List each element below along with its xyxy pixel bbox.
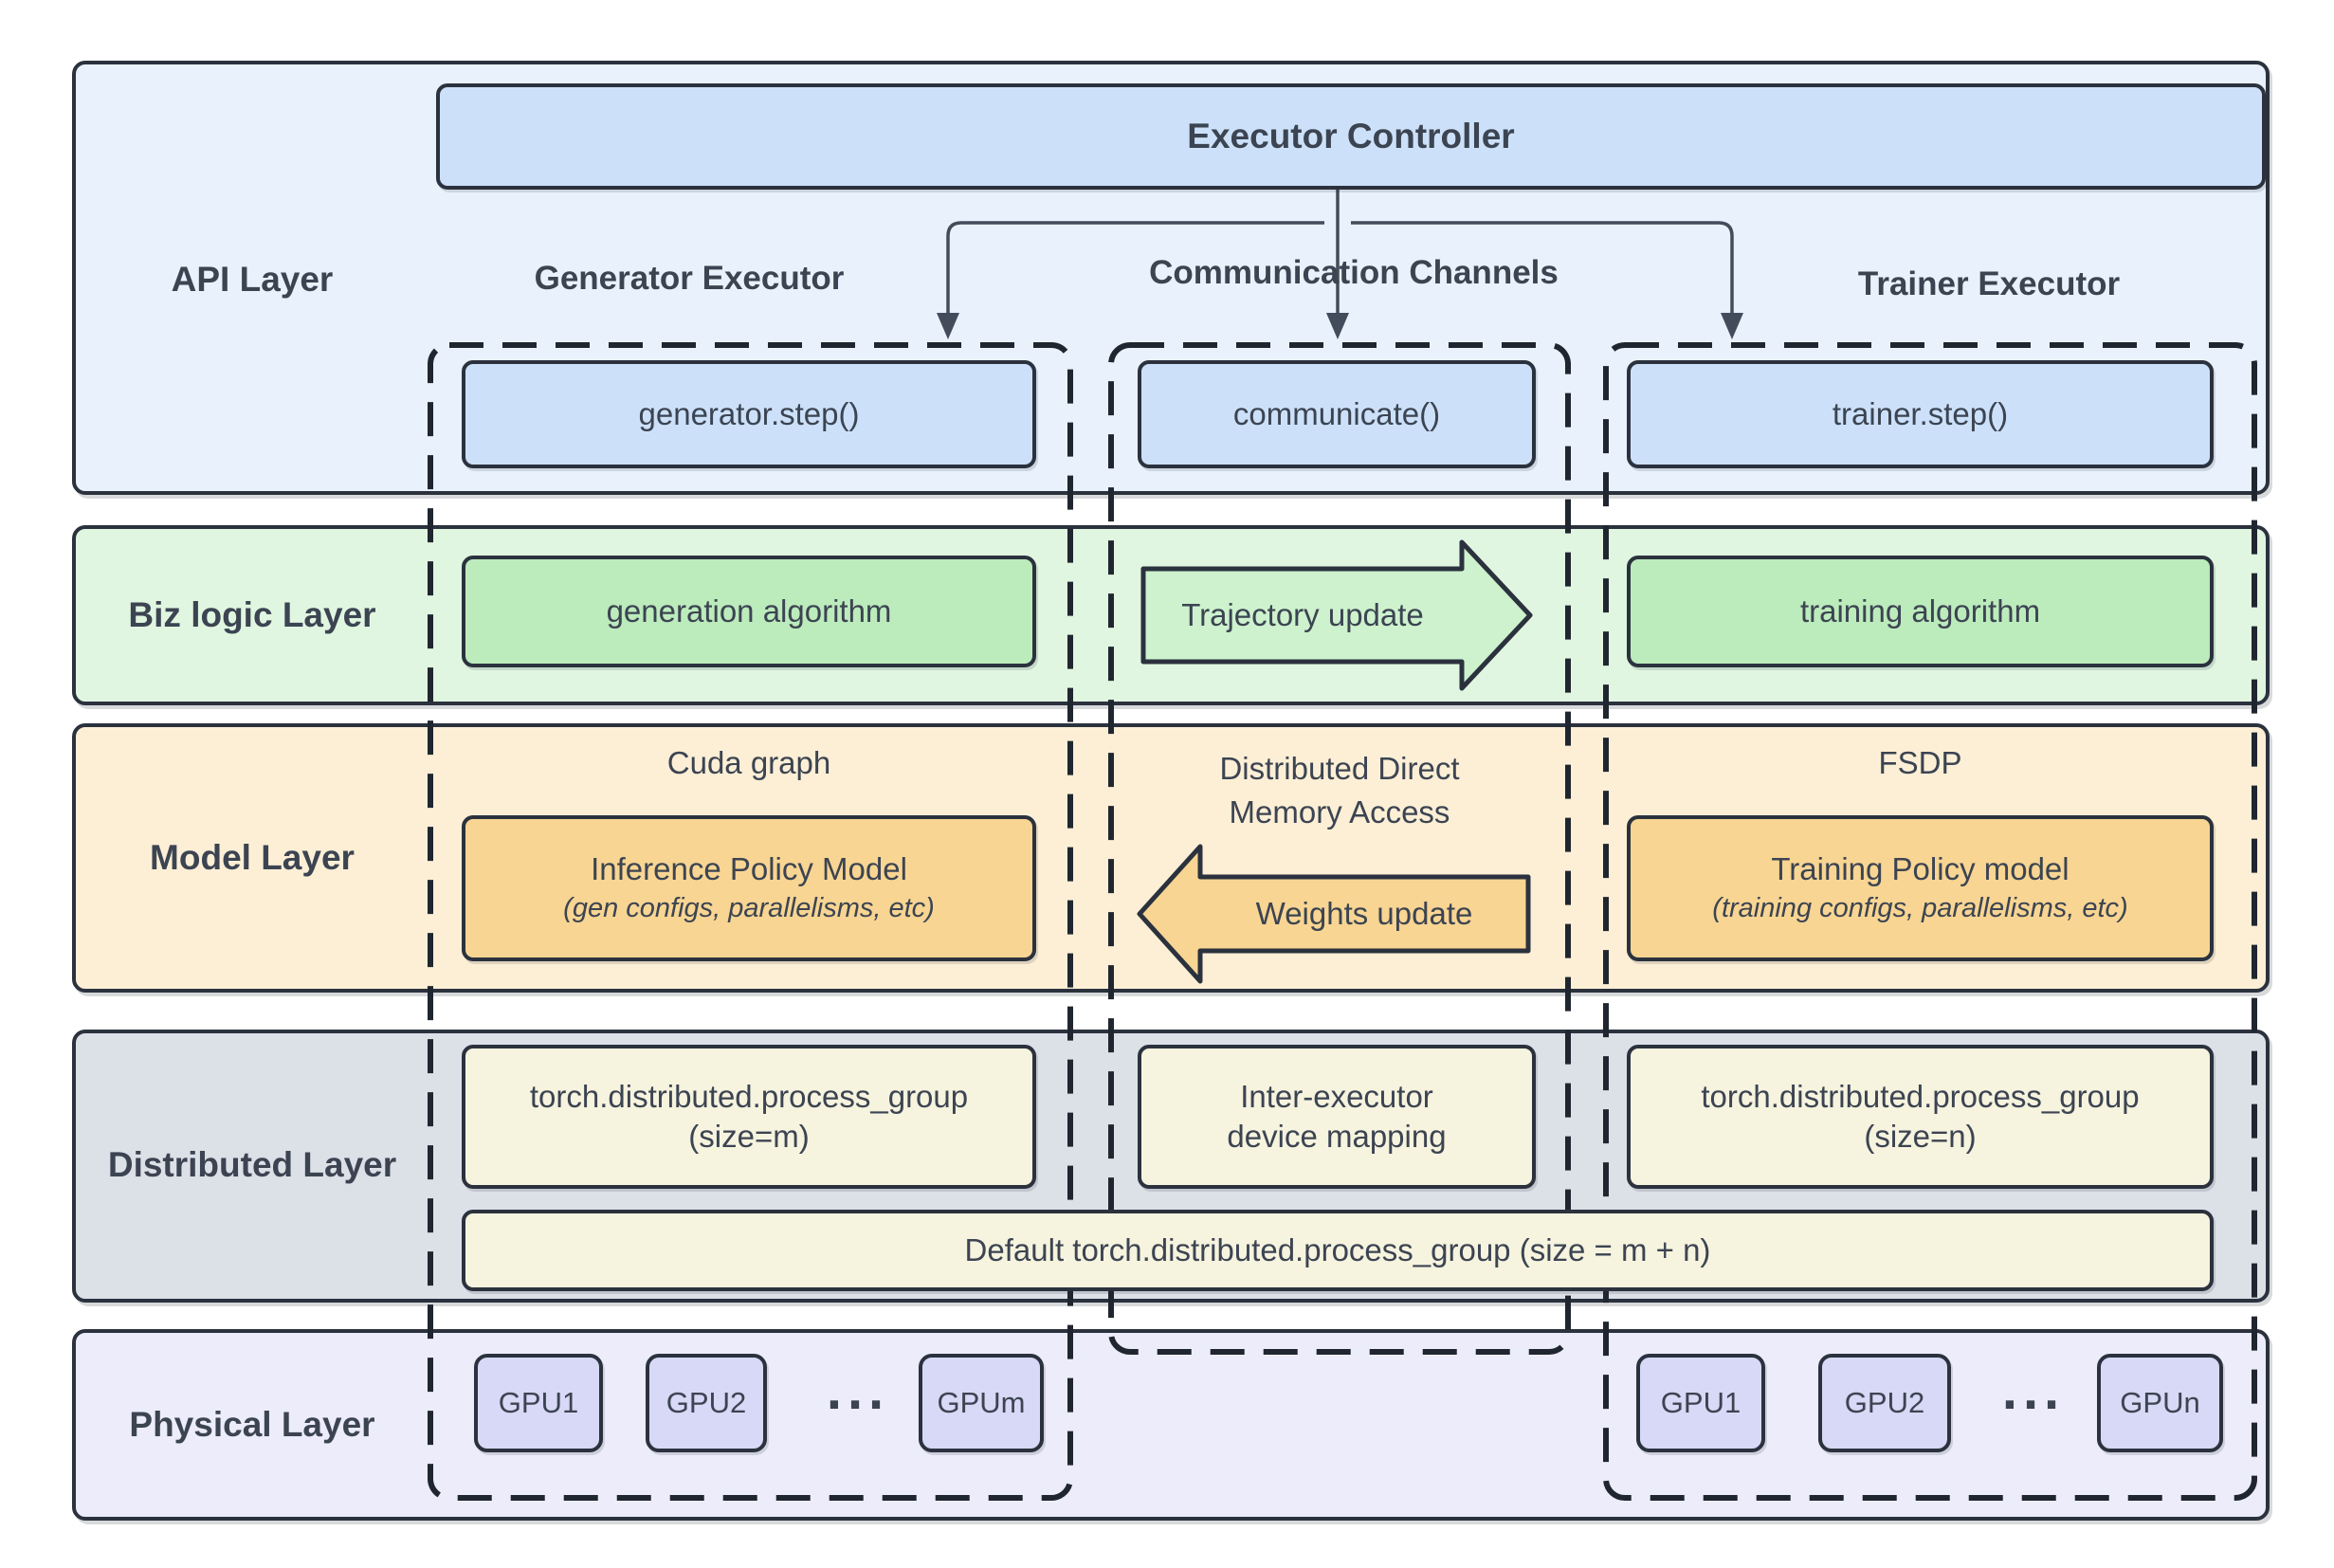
generator-executor-header: Generator Executor (534, 260, 845, 297)
communicate-box: communicate() (1138, 360, 1536, 468)
trainer-gpun-box: GPUn (2097, 1354, 2223, 1452)
trainer-process-group-box: torch.distributed.process_group (size=n) (1627, 1045, 2214, 1189)
trainer-executor-header: Trainer Executor (1857, 265, 2121, 302)
generator-step-box: generator.step() (462, 360, 1036, 468)
biz-logic-layer-label: Biz logic Layer (128, 595, 376, 634)
inference-policy-model-details: (gen configs, parallelisms, etc) (563, 893, 935, 923)
distributed-layer-label: Distributed Layer (107, 1145, 397, 1184)
trajectory-update-label: Trajectory update (1181, 597, 1424, 632)
generator-process-group-line1: torch.distributed.process_group (529, 1079, 969, 1114)
training-policy-model-box: Training Policy model (training configs,… (1627, 815, 2214, 961)
device-mapping-line2: device mapping (1227, 1119, 1447, 1154)
generator-process-group-box: torch.distributed.process_group (size=m) (462, 1045, 1036, 1189)
weights-update-label: Weights update (1255, 896, 1473, 931)
communication-channels-header: Communication Channels (1149, 254, 1559, 291)
device-mapping-line1: Inter-executor (1240, 1079, 1433, 1114)
trainer-process-group-line2: (size=n) (1864, 1119, 1977, 1154)
cuda-graph-label: Cuda graph (666, 745, 831, 780)
generator-gpu1-box: GPU1 (474, 1354, 603, 1452)
device-mapping-box: Inter-executor device mapping (1138, 1045, 1536, 1189)
generator-gpu2-box: GPU2 (646, 1354, 767, 1452)
inference-policy-model-title: Inference Policy Model (591, 851, 907, 886)
dma-label: Distributed Direct Memory Access (1111, 747, 1568, 834)
physical-layer-label: Physical Layer (129, 1405, 375, 1444)
training-policy-model-details: (training configs, parallelisms, etc) (1712, 893, 2128, 923)
training-policy-model-title: Training Policy model (1771, 851, 2070, 886)
generator-gpu-ellipsis: ... (826, 1358, 890, 1421)
fsdp-label: FSDP (1878, 745, 1962, 780)
inference-policy-model-box: Inference Policy Model (gen configs, par… (462, 815, 1036, 961)
generation-algorithm-box: generation algorithm (462, 556, 1036, 667)
model-layer-label: Model Layer (150, 838, 355, 877)
executor-controller-box: Executor Controller (436, 83, 2266, 190)
dma-label-line2: Memory Access (1229, 794, 1450, 830)
generator-gpum-box: GPUm (919, 1354, 1044, 1452)
trainer-gpu-ellipsis: ... (2001, 1358, 2066, 1421)
generator-process-group-line2: (size=m) (688, 1119, 810, 1154)
api-layer-label: API Layer (171, 260, 334, 299)
trainer-gpu1-box: GPU1 (1636, 1354, 1765, 1452)
dma-label-line1: Distributed Direct (1219, 751, 1460, 786)
training-algorithm-box: training algorithm (1627, 556, 2214, 667)
default-process-group-box: Default torch.distributed.process_group … (462, 1210, 2214, 1291)
trainer-gpu2-box: GPU2 (1818, 1354, 1951, 1452)
trainer-process-group-line1: torch.distributed.process_group (1701, 1079, 2140, 1114)
trainer-step-box: trainer.step() (1627, 360, 2214, 468)
